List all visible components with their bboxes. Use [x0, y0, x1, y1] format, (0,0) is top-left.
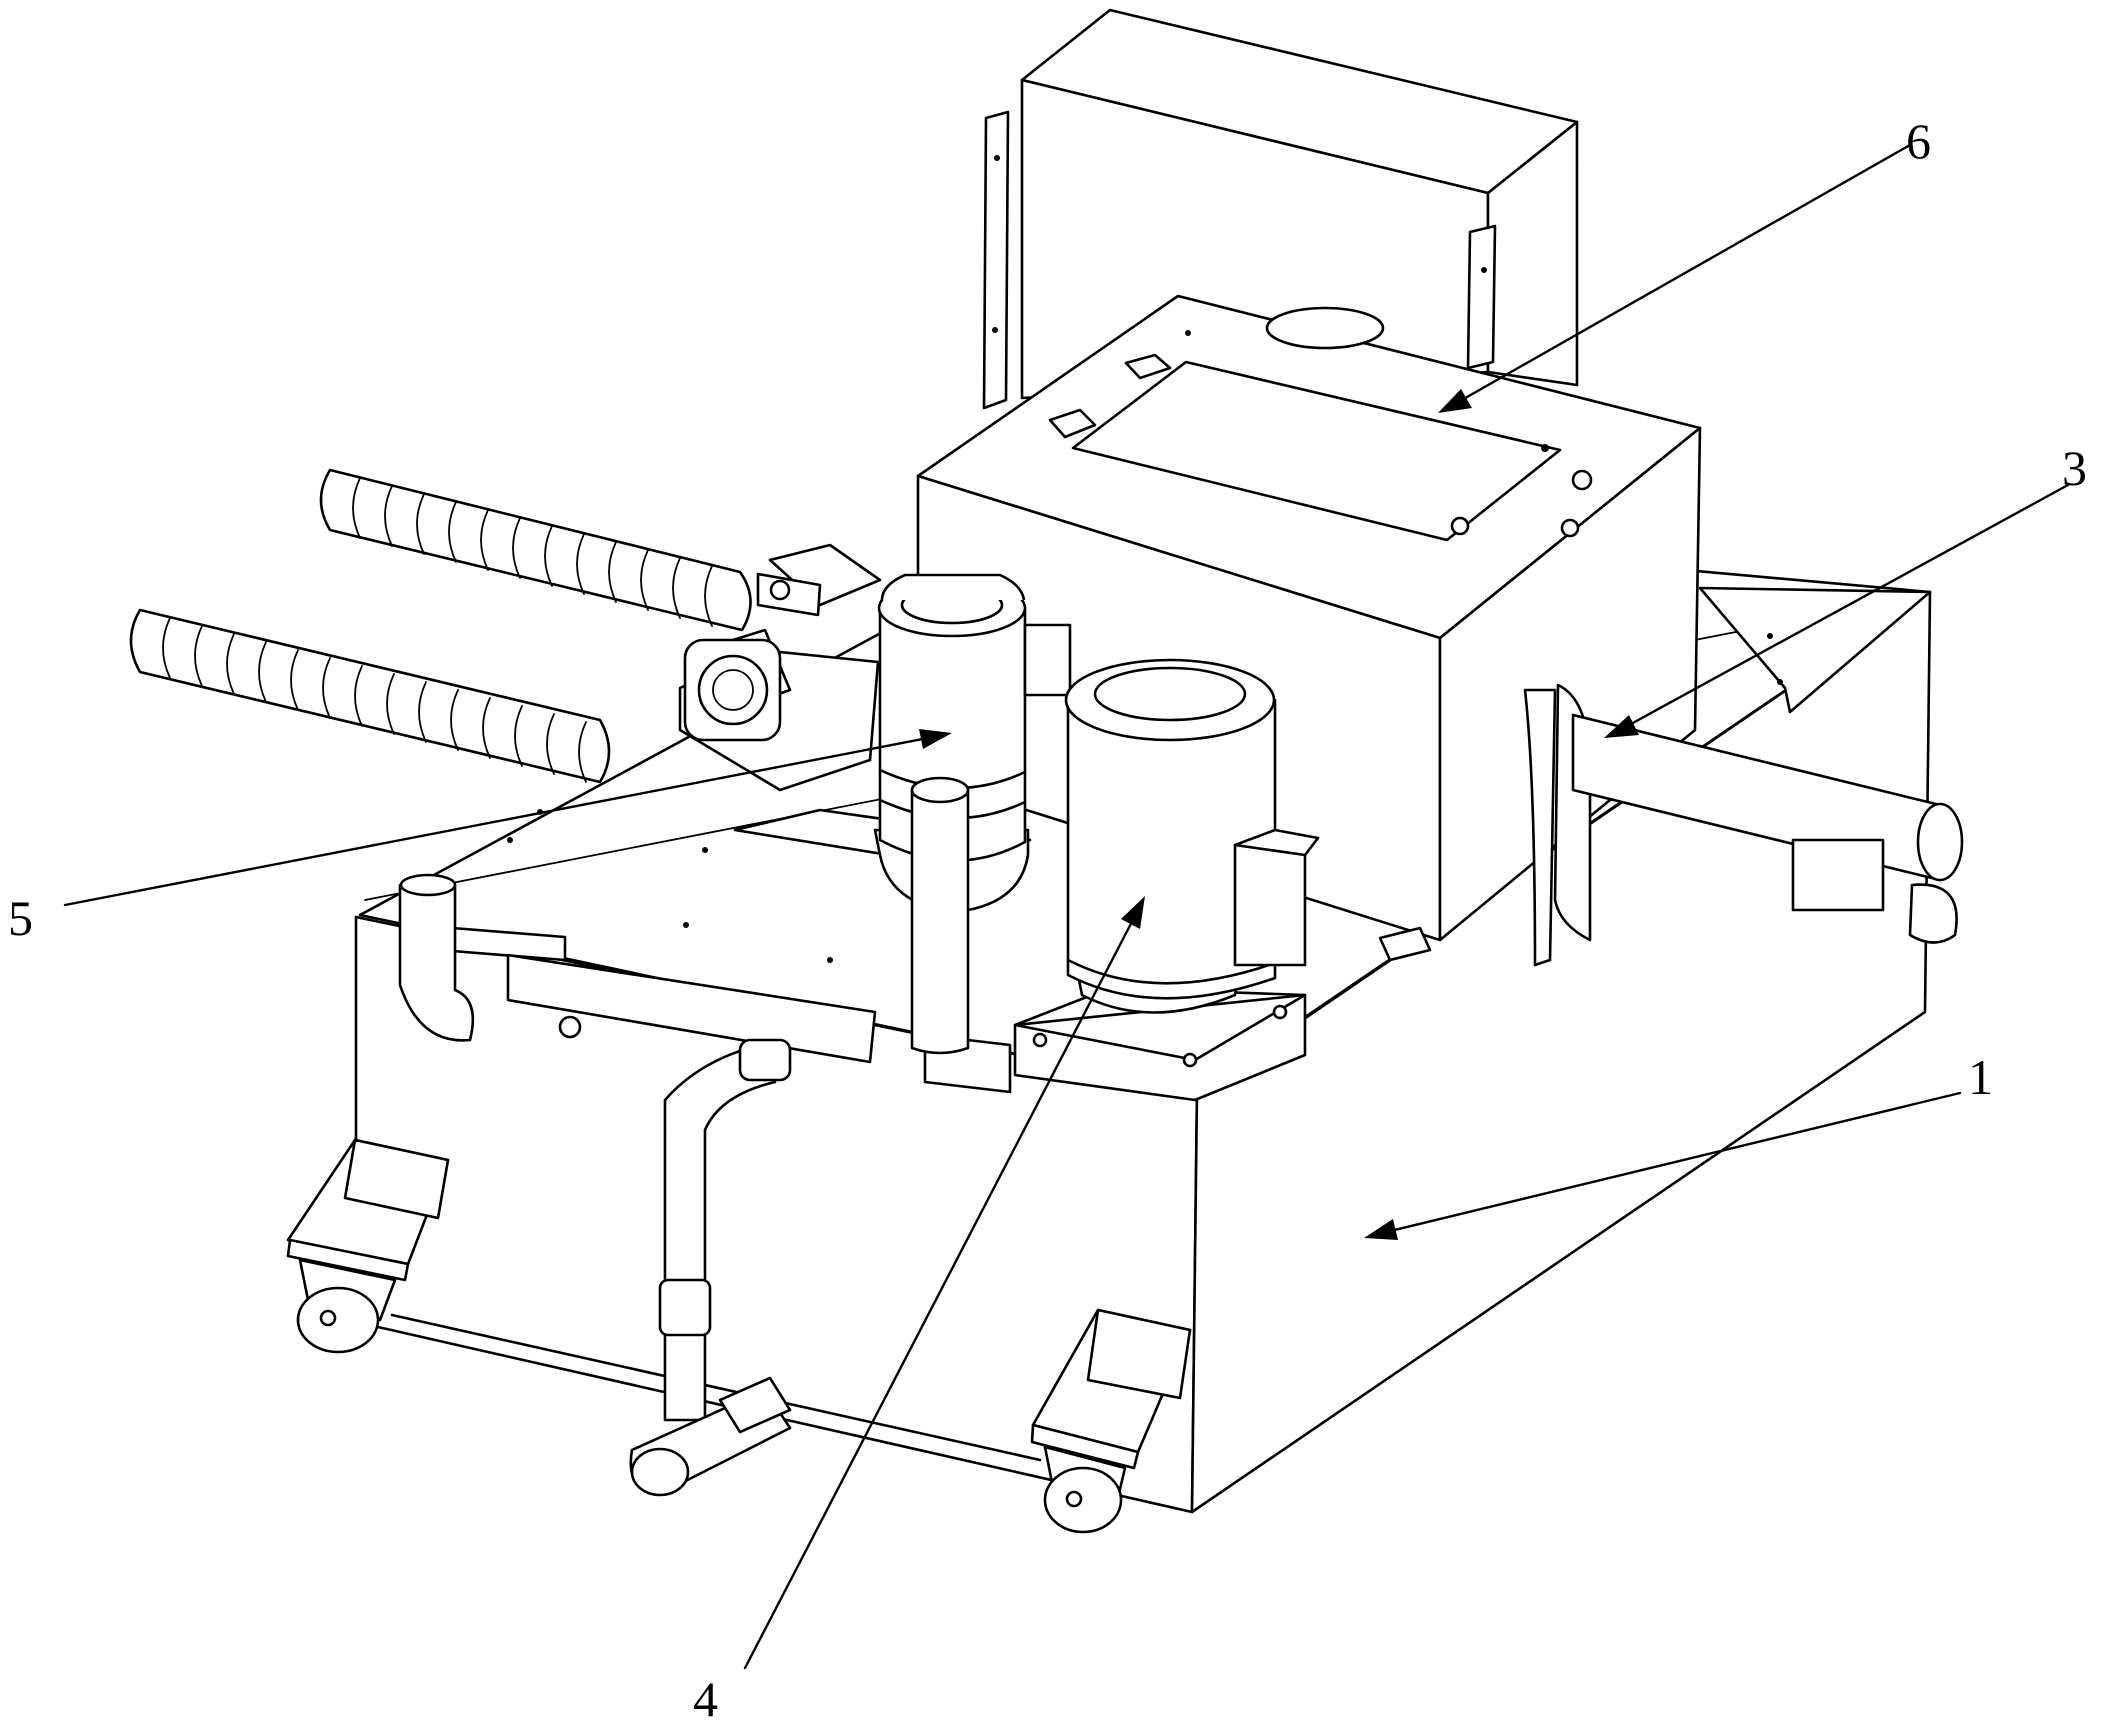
drain-pipe-front — [629, 1038, 792, 1497]
outlet-pipe — [1523, 683, 1964, 967]
hoses — [129, 468, 752, 784]
callout-1: 1 — [1364, 1049, 1993, 1240]
caster-front — [1030, 1308, 1192, 1534]
caster-left — [286, 1138, 450, 1354]
drain-pipe-left — [398, 873, 582, 1042]
callout-6: 6 — [1438, 113, 1931, 413]
callout-4: 4 — [693, 896, 1145, 1724]
callout-label-5: 5 — [8, 890, 33, 946]
callout-3: 3 — [1604, 440, 2087, 738]
callout-label-6: 6 — [1906, 113, 1931, 169]
motor-4 — [1013, 658, 1320, 1102]
callout-label-3: 3 — [2062, 440, 2087, 496]
callout-5: 5 — [8, 729, 952, 946]
callout-label-4: 4 — [693, 1671, 718, 1724]
vertical-pipe — [910, 776, 970, 1055]
callout-label-1: 1 — [1968, 1049, 1993, 1105]
small-fan-motor — [678, 543, 882, 792]
